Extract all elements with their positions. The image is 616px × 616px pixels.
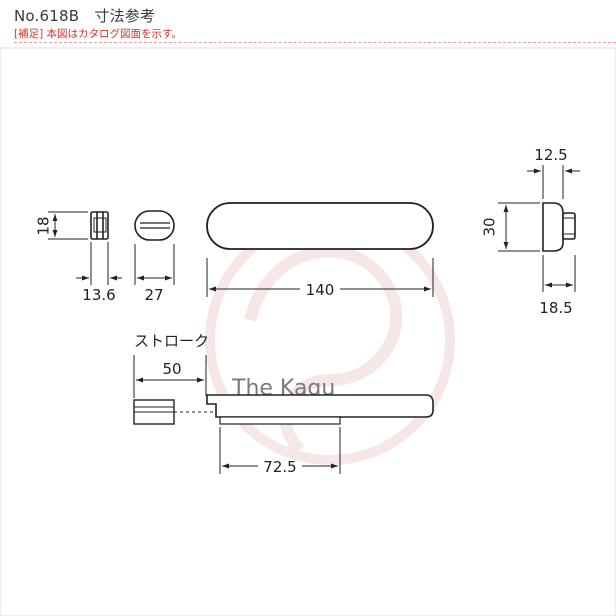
page-title: No.618B 寸法参考 xyxy=(14,7,156,25)
dim-side-bottom xyxy=(542,255,576,292)
dim-front-height-label: 18 xyxy=(35,216,53,235)
front-view xyxy=(90,211,109,240)
dim-side-top xyxy=(527,165,580,199)
stroke-label: ストローク xyxy=(134,332,209,350)
rail-bar xyxy=(206,394,434,425)
dim-front-width-label: 13.6 xyxy=(82,286,115,304)
catalog-note: [補足] 本図はカタログ図面を示す。 xyxy=(14,28,182,40)
dim-side-height xyxy=(498,202,540,252)
dim-stroke xyxy=(133,355,207,398)
dim-front-width xyxy=(76,242,122,285)
stroke-value-label: 50 xyxy=(162,360,181,378)
background-frame xyxy=(0,47,616,616)
dim-front-height xyxy=(48,211,88,240)
dim-side-top-label: 12.5 xyxy=(534,146,567,164)
top-view xyxy=(206,202,434,250)
dim-side-height-label: 30 xyxy=(481,217,499,236)
dim-rail-length-label: 72.5 xyxy=(263,458,296,476)
dim-top-length xyxy=(206,258,434,297)
header-divider xyxy=(14,42,616,43)
end-view xyxy=(134,210,175,241)
dim-end-width-label: 27 xyxy=(144,286,163,304)
dim-top-length-label: 140 xyxy=(306,281,335,299)
dim-rail-length xyxy=(219,427,341,474)
side-view xyxy=(542,202,576,252)
dim-side-bottom-label: 18.5 xyxy=(539,299,572,317)
slider-block xyxy=(133,399,216,425)
dim-end-width xyxy=(134,244,175,285)
